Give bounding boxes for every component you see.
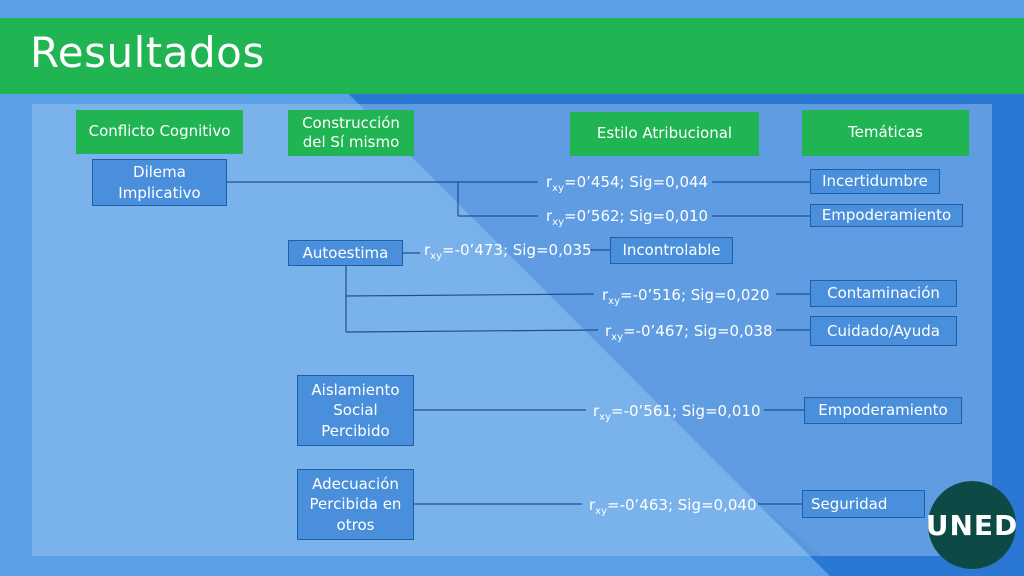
box-contaminacion: Contaminación: [810, 280, 957, 307]
box-autoestima: Autoestima: [288, 240, 403, 266]
box-incontrolable: Incontrolable: [610, 237, 733, 264]
box-seguridad: Seguridad: [802, 490, 925, 518]
box-dilema-implicativo: Dilema Implicativo: [92, 159, 227, 206]
stat-autoestima-incontrolable: rxy=-0’473; Sig=0,035: [424, 241, 592, 262]
stat-aislamiento-empoderamiento: rxy=-0’561; Sig=0,010: [593, 402, 761, 423]
uned-logo-text: UNED: [925, 508, 1019, 542]
box-empoderamiento-1: Empoderamiento: [810, 204, 963, 227]
stat-autoestima-cuidado: rxy=-0’467; Sig=0,038: [605, 322, 773, 343]
title-bar: [0, 18, 1024, 94]
slide-title: Resultados: [30, 28, 265, 77]
box-aislamiento-social: Aislamiento Social Percibido: [297, 375, 414, 446]
header-tematicas: Temáticas: [802, 110, 969, 156]
stat-adecuacion-seguridad: rxy=-0’463; Sig=0,040: [589, 496, 757, 517]
box-adecuacion-percibida: Adecuación Percibida en otros: [297, 469, 414, 540]
header-construccion-si-mismo: Construcción del Sí mismo: [288, 110, 414, 156]
uned-logo: UNED: [925, 481, 1019, 569]
box-incertidumbre: Incertidumbre: [810, 169, 940, 194]
stat-autoestima-contaminacion: rxy=-0’516; Sig=0,020: [602, 286, 770, 307]
box-empoderamiento-2: Empoderamiento: [804, 397, 962, 424]
stat-dilema-empoderamiento: rxy=0’562; Sig=0,010: [546, 207, 709, 228]
header-estilo-atribucional: Estilo Atribucional: [570, 112, 759, 156]
top-strip: [0, 0, 1024, 18]
connector-autoestima-h1: [345, 293, 595, 297]
header-conflicto-cognitivo: Conflicto Cognitivo: [76, 110, 243, 154]
stat-dilema-incertidumbre: rxy=0’454; Sig=0,044: [546, 173, 709, 194]
connector-autoestima-h2: [345, 329, 599, 333]
box-cuidado-ayuda: Cuidado/Ayuda: [810, 316, 957, 346]
